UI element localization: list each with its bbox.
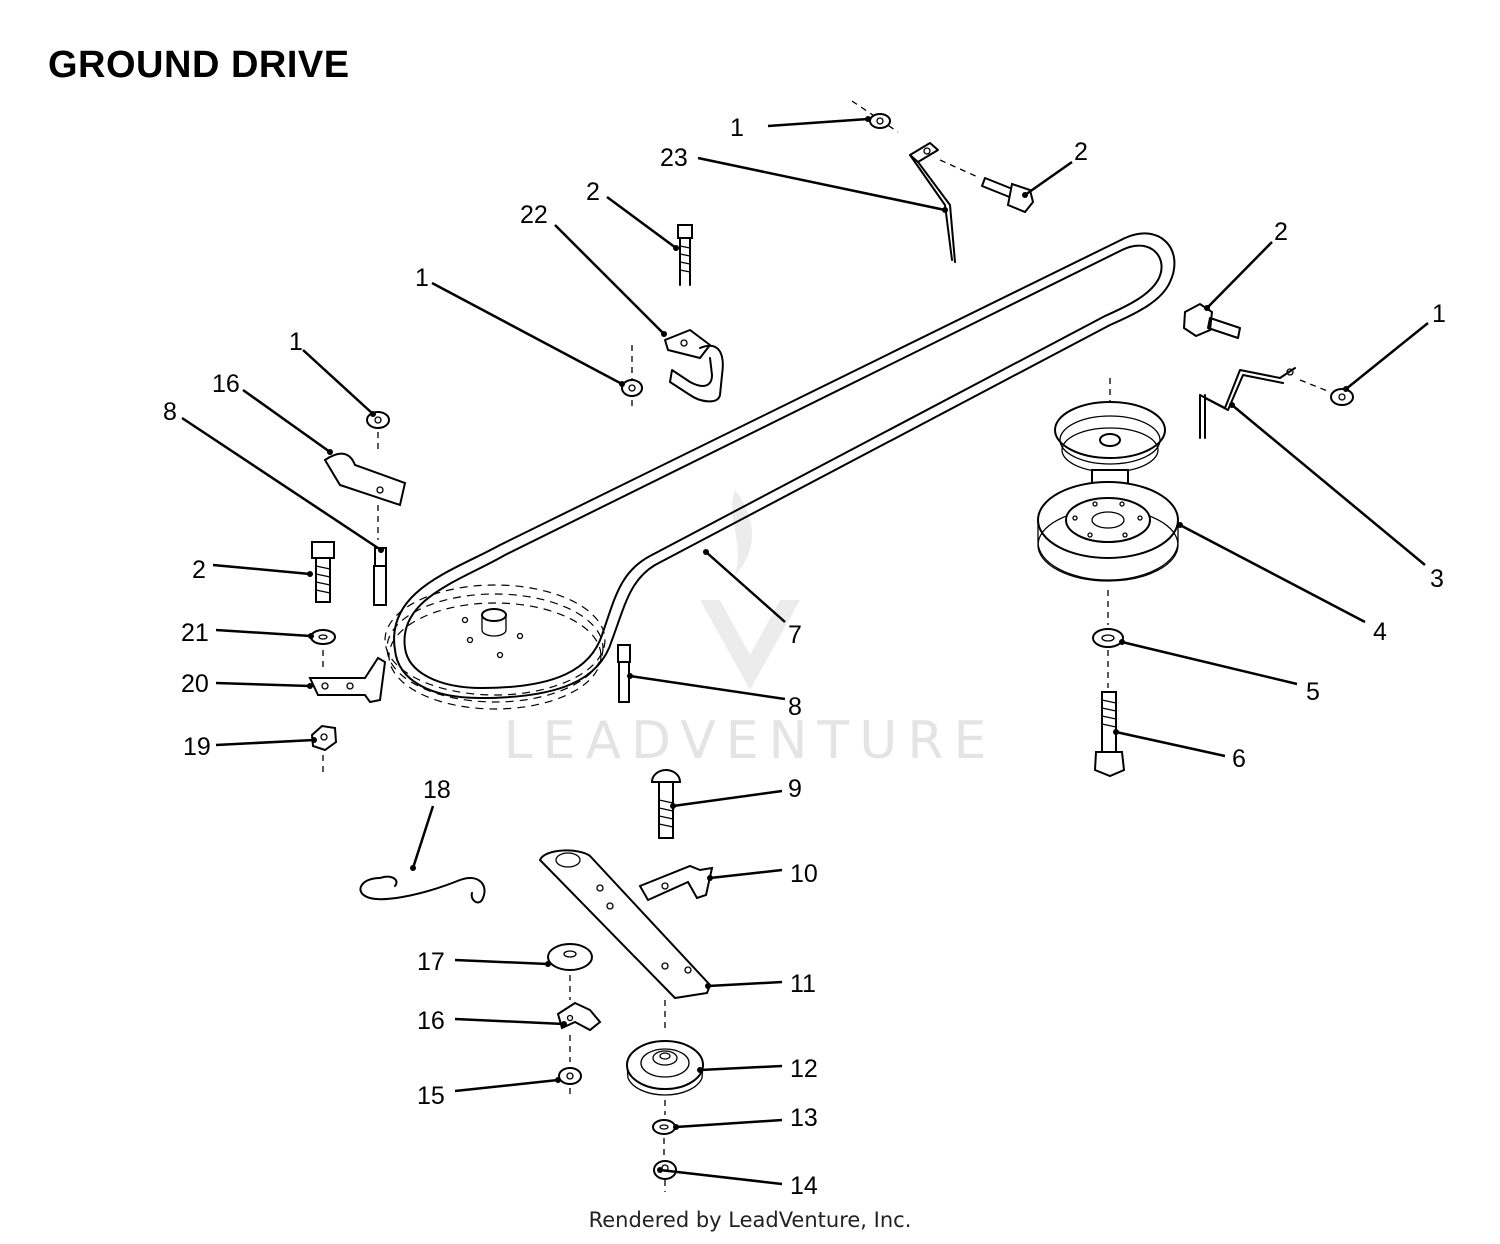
clip-16-bottom (556, 1001, 602, 1062)
callout-1: 1 (730, 114, 744, 142)
nut-middle (621, 379, 643, 397)
callout-5: 5 (1306, 678, 1320, 706)
nut-14 (653, 1160, 677, 1192)
callout-6: 6 (1232, 745, 1246, 773)
belt (393, 232, 1176, 699)
watermark-text: LEADVENTURE (504, 711, 997, 771)
footer-credit: Rendered by LeadVenture, Inc. (588, 1208, 912, 1232)
callout-labels: 1 2 23 2 22 2 1 1 16 8 1 3 4 2 7 21 20 8… (163, 114, 1446, 1200)
callout-12: 12 (790, 1055, 818, 1083)
clip-16-left (323, 452, 407, 540)
callout-2: 2 (192, 556, 206, 584)
callout-9: 9 (788, 775, 802, 803)
idler-bracket-22 (631, 224, 724, 410)
callout-2: 2 (1074, 138, 1088, 166)
callout-21: 21 (181, 619, 209, 647)
bracket-3 (1199, 367, 1296, 439)
bolt-right (1182, 302, 1241, 339)
callout-8: 8 (788, 693, 802, 721)
washer-17 (547, 943, 593, 1000)
nut-left (366, 411, 390, 452)
drive-pulley (384, 584, 606, 710)
idler-arm-11 (538, 849, 712, 1000)
callout-4: 4 (1373, 618, 1387, 646)
idler-pulley-12 (626, 1000, 704, 1115)
washer-13 (652, 1119, 676, 1156)
nut-top (851, 100, 899, 133)
callout-7: 7 (788, 621, 802, 649)
nut-15 (558, 1067, 582, 1098)
callout-2: 2 (586, 178, 600, 206)
callout-1: 1 (1432, 300, 1446, 328)
callout-22: 22 (520, 201, 548, 229)
callout-10: 10 (790, 860, 818, 888)
callout-1: 1 (415, 264, 429, 292)
callout-13: 13 (790, 1104, 818, 1132)
bolt-left (311, 541, 335, 603)
bolt-top (939, 159, 1035, 214)
diagram-title: GROUND DRIVE (48, 44, 350, 86)
callout-18: 18 (423, 776, 451, 804)
callout-8: 8 (163, 398, 177, 426)
double-pulley (1037, 378, 1179, 625)
callout-16: 16 (417, 1007, 445, 1035)
callout-15: 15 (417, 1082, 445, 1110)
callout-23: 23 (660, 144, 688, 172)
stud-8-left (373, 547, 387, 606)
callout-14: 14 (790, 1172, 818, 1200)
callout-2: 2 (1274, 218, 1288, 246)
idler-bracket-23 (909, 142, 956, 263)
callout-19: 19 (183, 733, 211, 761)
locknut-19 (310, 724, 338, 775)
washer-21 (310, 629, 336, 668)
bracket-10 (638, 864, 714, 902)
washer-5 (1092, 628, 1124, 688)
leader-lines (181, 116, 1429, 1186)
spring-18 (359, 875, 486, 904)
bolt-6 (1093, 691, 1126, 778)
callout-20: 20 (181, 670, 209, 698)
bracket-20 (308, 656, 387, 704)
stud-8-middle (617, 644, 631, 703)
watermark: LEADVENTURE (504, 490, 997, 771)
callout-17: 17 (417, 948, 445, 976)
callout-11: 11 (790, 970, 816, 998)
carriage-bolt-9 (650, 769, 682, 839)
callout-3: 3 (1430, 565, 1444, 593)
nut-right (1299, 379, 1354, 406)
callout-1: 1 (289, 328, 303, 356)
callout-16: 16 (212, 370, 240, 398)
